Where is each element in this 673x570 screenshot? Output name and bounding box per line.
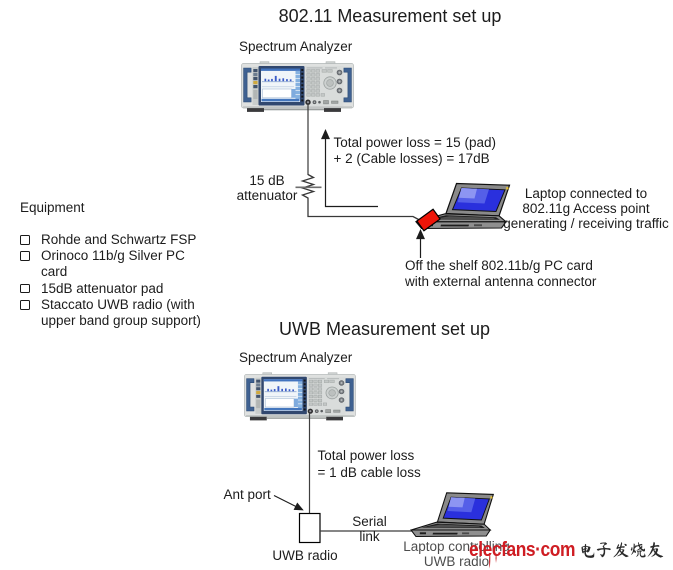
equipment-heading: Equipment	[20, 200, 85, 215]
equipment-item-label: Rohde and Schwartz FSP	[41, 232, 197, 247]
checkbox-bullet-icon	[20, 283, 30, 294]
uwb-radio-label: UWB radio	[272, 548, 338, 563]
ant-port-pointer	[273, 495, 304, 511]
setup1-title: 802.11 Measurement set up	[278, 6, 502, 26]
uwb-radio-box	[298, 512, 321, 544]
equipment-item-label: 15dB attenuator pad	[41, 280, 164, 296]
equipment-item: Staccato UWB radio (with upper band grou…	[20, 297, 210, 329]
laptop1-caption: Laptop connected to 802.11g Access point…	[503, 186, 669, 232]
spectrum-analyzer-1-illustration	[241, 61, 354, 113]
cable-analyzer1-to-laptop	[295, 104, 420, 221]
analyzer1-label: Spectrum Analyzer	[239, 38, 353, 54]
power-loss-pointer-1	[321, 128, 378, 208]
spectrum-analyzer-2-illustration	[243, 372, 356, 421]
checkbox-bullet-icon	[20, 300, 30, 310]
equipment-item: 15dB attenuator pad	[20, 281, 210, 297]
analyzer2-label: Spectrum Analyzer	[239, 350, 353, 365]
attenuator-label: 15 dB attenuator	[236, 172, 298, 204]
pc-card-caption: Off the shelf 802.11b/g PC card with ext…	[405, 258, 597, 290]
serial-link-label: Serial link	[352, 513, 387, 545]
laptop2-caption: Laptop controlling UWB radio	[403, 538, 510, 570]
ant-port-label: Ant port	[223, 487, 271, 502]
laptop-2-illustration	[410, 492, 494, 538]
equipment-item: Orinoco 11b/g Silver PC card	[20, 248, 210, 280]
equipment-item: Rohde and Schwartz FSP	[20, 232, 210, 248]
equipment-item-label: Staccato UWB radio (with upper band grou…	[41, 296, 201, 329]
equipment-list: Rohde and Schwartz FSP Orinoco 11b/g Sil…	[20, 232, 210, 329]
watermark-site-name: elecfans·com	[469, 538, 576, 561]
checkbox-bullet-icon	[20, 235, 30, 245]
watermark: elecfans·com	[469, 540, 575, 560]
power-loss-note-2: Total power loss = 1 dB cable loss	[317, 448, 421, 480]
setup2-title: UWB Measurement set up	[278, 318, 491, 339]
checkbox-bullet-icon	[20, 251, 30, 261]
watermark-cjk-text	[581, 541, 664, 558]
equipment-item-label: Orinoco 11b/g Silver PC card	[41, 248, 185, 280]
pc-card	[416, 208, 441, 232]
watermark-drip-marks	[489, 553, 497, 569]
power-loss-note-1: Total power loss = 15 (pad) + 2 (Cable l…	[333, 134, 496, 166]
